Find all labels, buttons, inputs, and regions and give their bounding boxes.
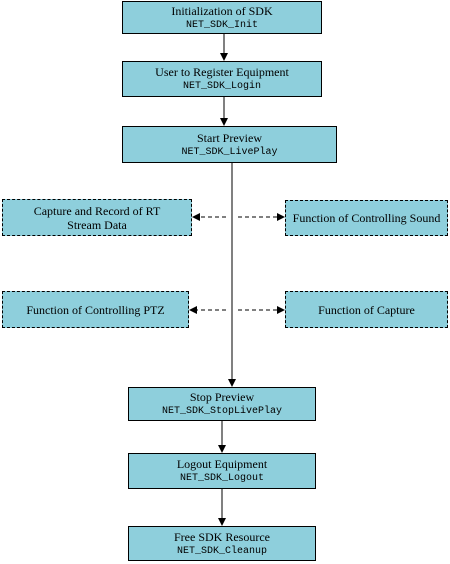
step-stop: Stop Preview NET_SDK_StopLivePlay: [128, 387, 316, 421]
step-login: User to Register Equipment NET_SDK_Login: [122, 61, 322, 97]
step-init: Initialization of SDK NET_SDK_Init: [122, 1, 322, 34]
step-init-title: Initialization of SDK: [171, 3, 273, 18]
step-login-func: NET_SDK_Login: [182, 81, 261, 92]
step-free: Free SDK Resource NET_SDK_Cleanup: [128, 526, 316, 561]
function-capture-record: Capture and Record of RT Stream Data: [2, 199, 192, 236]
function-capture-record-label: Capture and Record of RT Stream Data: [33, 203, 161, 232]
step-stop-func: NET_SDK_StopLivePlay: [161, 406, 283, 417]
step-init-func: NET_SDK_Init: [185, 19, 258, 31]
function-capture-label: Function of Capture: [318, 302, 415, 317]
function-ptz: Function of Controlling PTZ: [2, 291, 189, 328]
step-start: Start Preview NET_SDK_LivePlay: [122, 126, 337, 163]
function-capture: Function of Capture: [285, 291, 448, 328]
step-logout-func: NET_SDK_Logout: [179, 473, 264, 484]
step-start-title: Start Preview: [197, 130, 262, 145]
step-free-title: Free SDK Resource: [174, 529, 270, 544]
function-sound-label: Function of Controlling Sound: [292, 211, 441, 225]
function-ptz-label: Function of Controlling PTZ: [26, 302, 165, 317]
step-stop-title: Stop Preview: [189, 390, 255, 404]
step-free-func: NET_SDK_Cleanup: [176, 545, 267, 557]
step-logout-title: Logout Equipment: [176, 457, 268, 471]
step-login-title: User to Register Equipment: [155, 65, 289, 79]
function-sound: Function of Controlling Sound: [285, 200, 448, 236]
step-start-func: NET_SDK_LivePlay: [181, 146, 278, 158]
step-logout: Logout Equipment NET_SDK_Logout: [128, 453, 316, 489]
